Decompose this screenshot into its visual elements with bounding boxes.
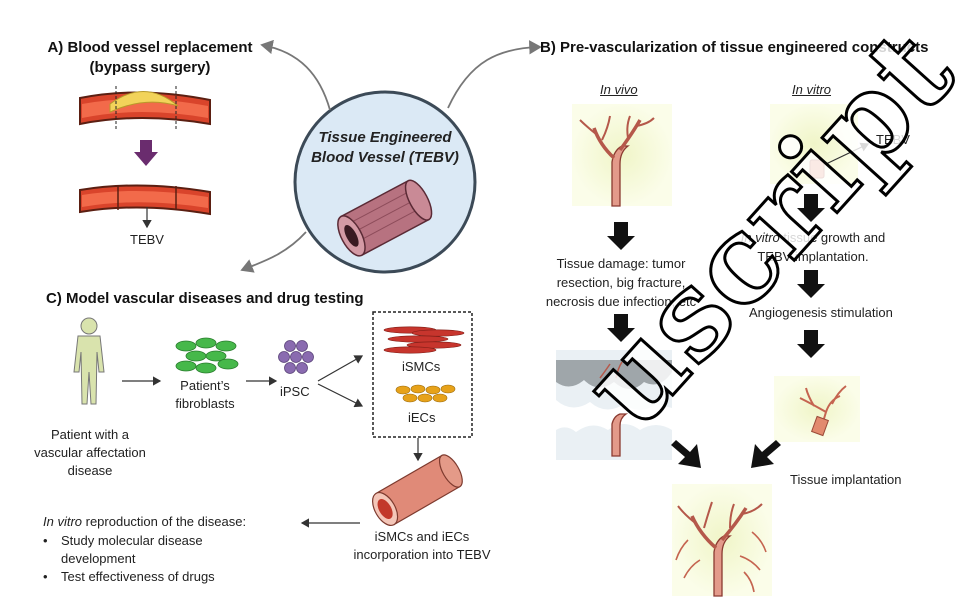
section-c-title: C) Model vascular diseases and drug test…: [46, 290, 364, 307]
black-arrow-vivo-1: [607, 222, 635, 250]
patient-silhouette-icon: [73, 317, 105, 405]
in-vivo-label: In vivo: [600, 82, 638, 97]
ipsc-label: iPSC: [280, 384, 310, 399]
in-vitro-growth-italic: In vitro: [740, 230, 780, 245]
in-vitro-growth-text: In vitro tissue growth and TEBV implanta…: [728, 228, 898, 266]
patient-label-line1: Patient with a: [50, 427, 130, 442]
fibroblasts-cells-icon: [175, 337, 239, 374]
tissue-damage-line3: necrosis due infection, etc: [545, 294, 697, 309]
black-arrow-to-final-right: [751, 440, 781, 468]
ismcs-label: iSMCs: [402, 359, 441, 374]
differentiated-cells-box: [372, 311, 473, 438]
repaired-vessel-icon: [79, 184, 211, 216]
arrow-center-to-c: [240, 231, 307, 273]
incorporation-line2: incorporation into TEBV: [353, 547, 491, 562]
reproduction-title: In vitro reproduction of the disease:: [43, 514, 246, 529]
tebv-tube-icon: [372, 454, 463, 526]
center-title: Tissue Engineered Blood Vessel (TEBV): [305, 128, 465, 168]
ipsc-cells-icon: [278, 340, 314, 374]
section-a-tebv-label: TEBV: [130, 232, 164, 247]
final-vessel-tree-icon: [675, 501, 767, 597]
in-vitro-growth-line2: TEBV implantation.: [757, 249, 869, 264]
bullet-item-continued: development: [61, 551, 136, 566]
in-vitro-growth-rest: tissue growth and: [779, 230, 886, 245]
ismcs-cells-icon: [383, 326, 465, 354]
fibroblasts-label-line1: Patient’s: [180, 378, 230, 393]
bullet-item: •Study molecular disease: [43, 533, 203, 548]
reproduction-italic: In vitro: [43, 514, 83, 529]
patient-label-line3: disease: [67, 463, 113, 478]
center-title-line2: Blood Vessel (TEBV): [311, 149, 459, 166]
patient-label-line2: vascular affectation: [34, 445, 146, 460]
reproduction-rest: reproduction of the disease:: [82, 514, 247, 529]
in-vitro-tebv-label: TEBV: [876, 132, 910, 147]
in-vitro-growth-line1: In vitro tissue growth and: [728, 228, 898, 247]
bullet-item: •Test effectiveness of drugs: [43, 569, 215, 584]
arrow-center-to-a: [260, 39, 331, 111]
iecs-label: iECs: [408, 410, 436, 425]
black-arrow-vitro-2: [797, 270, 825, 298]
fibroblasts-label: Patient’s fibroblasts: [162, 377, 248, 413]
angiogenesis-label: Angiogenesis stimulation: [749, 305, 893, 320]
black-arrow-vitro-1: [797, 194, 825, 222]
incorporation-label: iSMCs and iECs incorporation into TEBV: [352, 528, 492, 564]
diseased-vessel-icon: [79, 86, 211, 130]
small-vessel-tree-icon: [799, 385, 847, 437]
patient-label: Patient with a vascular affectation dise…: [30, 426, 150, 480]
section-a-title: A) Blood vessel replacement (bypass surg…: [40, 38, 260, 78]
tebv-cylinder-icon: [337, 179, 433, 257]
black-arrow-vivo-2: [607, 314, 635, 342]
in-vitro-tebv-piece: [809, 159, 825, 179]
tissue-damage-text: Tissue damage: tumor resection, big frac…: [528, 254, 714, 311]
bullet-text-2: Test effectiveness of drugs: [61, 569, 215, 584]
in-vitro-label: In vitro: [792, 82, 832, 97]
incorporation-line1: iSMCs and iECs: [374, 529, 470, 544]
damaged-tissue-icon: [556, 350, 672, 460]
down-arrow-purple: [134, 140, 158, 166]
center-tebv-circle: [293, 90, 477, 274]
section-b-title: B) Pre-vascularization of tissue enginee…: [540, 39, 929, 56]
iecs-cells-icon: [395, 384, 456, 403]
tissue-damage-line2: resection, big fracture,: [556, 275, 686, 290]
section-a-title-line1: A) Blood vessel replacement: [47, 39, 253, 56]
center-title-line1: Tissue Engineered: [318, 129, 452, 146]
black-arrow-vitro-3: [797, 330, 825, 358]
black-arrow-to-final-left: [671, 440, 701, 468]
tissue-damage-line1: Tissue damage: tumor: [556, 256, 686, 271]
section-a-title-line2: (bypass surgery): [89, 59, 211, 76]
reproduction-bullets: •Study molecular disease development •Te…: [43, 532, 215, 586]
bullet-text-1: Study molecular disease: [61, 533, 203, 548]
arrow-center-to-b: [447, 40, 542, 109]
in-vivo-vessel-tree-icon: [579, 115, 655, 207]
fibroblasts-label-line2: fibroblasts: [175, 396, 235, 411]
tissue-implantation-label: Tissue implantation: [790, 472, 902, 487]
